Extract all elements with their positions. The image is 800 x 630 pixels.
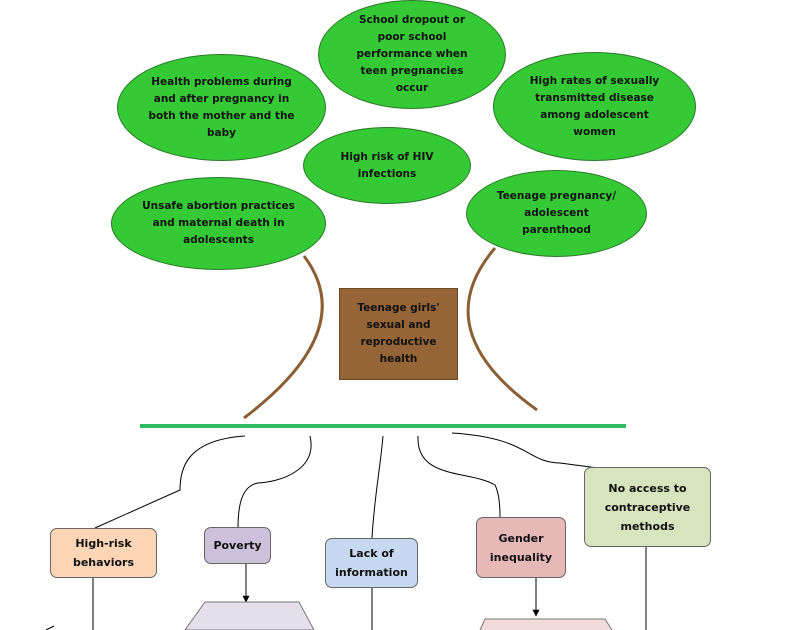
root-high-risk-behaviors: High-risk behaviors <box>50 528 157 578</box>
root-no-access-contraceptives: No access to contraceptive methods <box>584 467 711 547</box>
leaf-school-dropout: School dropout or poor school performanc… <box>318 0 506 109</box>
left-edge-line <box>45 625 55 630</box>
leaf-unsafe-abortion: Unsafe abortion practices and maternal d… <box>111 177 326 270</box>
root-line-no-access <box>451 432 599 469</box>
root-line-high-risk <box>94 435 246 529</box>
trunk-central-topic: Teenage girls' sexual and reproductive h… <box>339 288 458 380</box>
root-line-poverty <box>237 435 312 529</box>
root-lack-of-information: Lack of information <box>325 538 418 588</box>
root-line-lack-info <box>371 435 384 539</box>
root-gender-inequality: Gender inequality <box>476 517 566 578</box>
gender-consequence-shape <box>479 618 613 630</box>
root-line-gender <box>417 435 501 518</box>
root-poverty: Poverty <box>204 527 271 564</box>
leaf-teenage-pregnancy: Teenage pregnancy/ adolescent parenthood <box>466 170 647 257</box>
leaf-sti-rates: High rates of sexually transmitted disea… <box>493 52 696 161</box>
right-branch <box>466 247 538 412</box>
leaf-health-problems: Health problems during and after pregnan… <box>117 54 326 161</box>
leaf-hiv-risk: High risk of HIV infections <box>303 127 471 204</box>
left-branch <box>243 255 324 420</box>
poverty-consequence-shape <box>184 601 315 630</box>
